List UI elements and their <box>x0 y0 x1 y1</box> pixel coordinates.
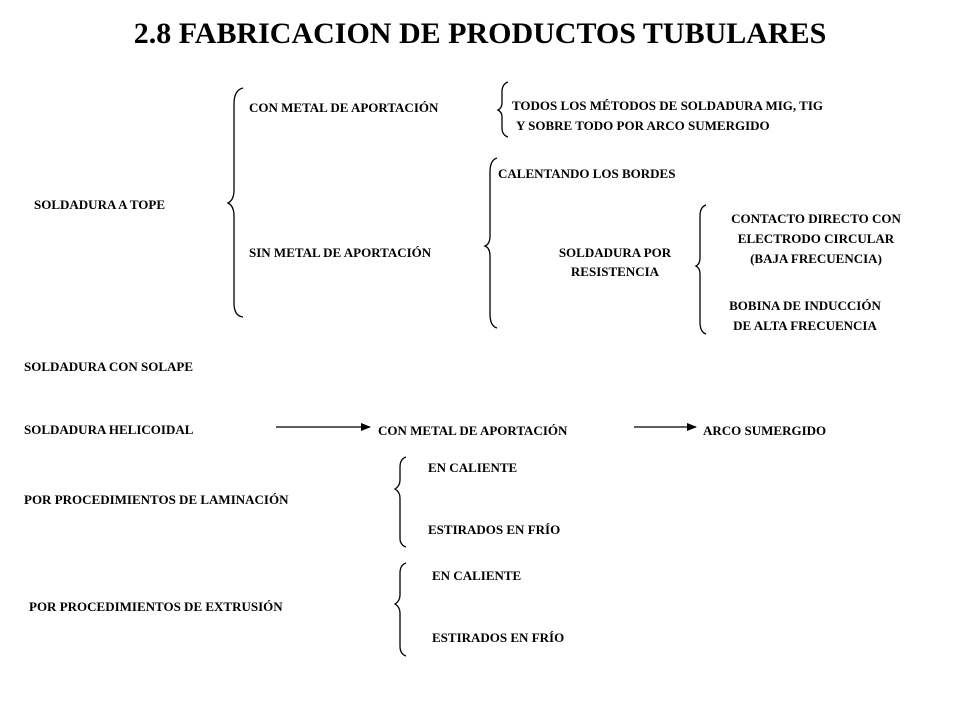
extrusion-caliente-label: EN CALIENTE <box>432 568 522 583</box>
solape-label: SOLDADURA CON SOLAPE <box>24 359 194 374</box>
resistencia-label-line1: SOLDADURA POR <box>558 245 672 260</box>
soldadura-tope-label: SOLDADURA A TOPE <box>34 197 166 212</box>
brace-resistencia <box>694 204 707 335</box>
brace-sin-metal <box>483 157 498 329</box>
brace-extrusion <box>393 562 407 657</box>
page-title: 2.8 FABRICACION DE PRODUCTOS TUBULARES <box>133 17 827 50</box>
brace-laminacion <box>393 456 407 548</box>
helicoidal-label: SOLDADURA HELICOIDAL <box>24 422 194 437</box>
resistencia-label-line2: RESISTENCIA <box>570 264 660 279</box>
contacto-label-line3: (BAJA FRECUENCIA) <box>750 251 882 266</box>
con-metal-detail-line1: TODOS LOS MÉTODOS DE SOLDADURA MIG, TIG <box>512 98 823 113</box>
laminacion-label: POR PROCEDIMIENTOS DE LAMINACIÓN <box>24 492 289 507</box>
con-metal-label: CON METAL DE APORTACIÓN <box>249 100 439 115</box>
con-metal-detail-line2: Y SOBRE TODO POR ARCO SUMERGIDO <box>516 118 770 133</box>
laminacion-caliente-label: EN CALIENTE <box>428 460 518 475</box>
contacto-label-line2: ELECTRODO CIRCULAR <box>737 231 895 246</box>
helicoidal-arco-label: ARCO SUMERGIDO <box>703 423 827 438</box>
extrusion-frio-label: ESTIRADOS EN FRÍO <box>432 630 565 645</box>
bobina-label-line2: DE ALTA FRECUENCIA <box>733 318 877 333</box>
brace-con-metal <box>496 81 509 138</box>
brace-soldadura-tope <box>226 87 244 318</box>
bobina-label-line1: BOBINA DE INDUCCIÓN <box>729 298 881 313</box>
calentando-bordes-label: CALENTANDO LOS BORDES <box>498 166 676 181</box>
sin-metal-label: SIN METAL DE APORTACIÓN <box>249 245 432 260</box>
extrusion-label: POR PROCEDIMIENTOS DE EXTRUSIÓN <box>29 599 283 614</box>
contacto-label-line1: CONTACTO DIRECTO CON <box>731 211 901 226</box>
laminacion-frio-label: ESTIRADOS EN FRÍO <box>428 522 561 537</box>
helicoidal-metal-label: CON METAL DE APORTACIÓN <box>378 423 568 438</box>
